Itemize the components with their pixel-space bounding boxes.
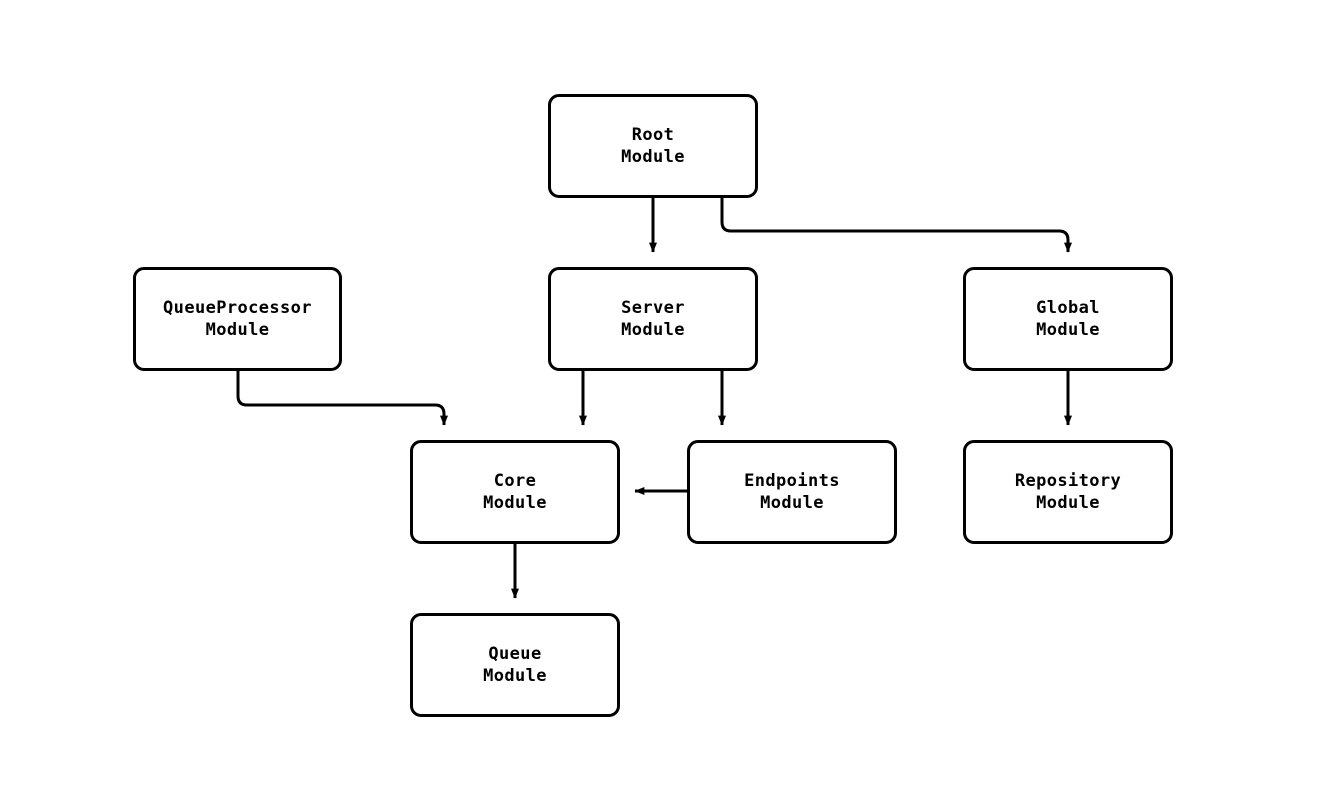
- node-core-module-line2: Module: [483, 493, 547, 513]
- node-core-module[interactable]: Core Module: [410, 440, 620, 544]
- node-root-module-line1: Root: [631, 125, 675, 145]
- node-queueprocessor-module-line2: Module: [205, 320, 270, 340]
- node-core-module-line1: Core: [493, 471, 537, 491]
- node-global-module-line1: Global: [1036, 298, 1100, 318]
- node-queue-module-line1: Queue: [488, 644, 542, 664]
- node-queue-module-line2: Module: [483, 666, 547, 686]
- node-repository-module[interactable]: Repository Module: [963, 440, 1173, 544]
- edge-root-to-global: [720, 198, 1072, 253]
- node-server-module[interactable]: Server Module: [548, 267, 758, 371]
- node-global-module-line2: Module: [1036, 320, 1100, 340]
- node-root-module-line2: Module: [621, 147, 685, 167]
- edge-queueprocessor-to-core: [236, 371, 448, 426]
- node-repository-module-line2: Module: [1036, 493, 1100, 513]
- node-queue-module[interactable]: Queue Module: [410, 613, 620, 717]
- node-endpoints-module-line1: Endpoints: [744, 471, 840, 491]
- node-repository-module-line1: Repository: [1014, 471, 1122, 491]
- node-root-module[interactable]: Root Module: [548, 94, 758, 198]
- node-queueprocessor-module[interactable]: QueueProcessor Module: [133, 267, 342, 371]
- node-global-module[interactable]: Global Module: [963, 267, 1173, 371]
- node-server-module-line2: Module: [621, 320, 685, 340]
- node-server-module-line1: Server: [621, 298, 685, 318]
- node-queueprocessor-module-line1: QueueProcessor: [163, 298, 312, 318]
- node-endpoints-module-line2: Module: [760, 493, 824, 513]
- node-endpoints-module[interactable]: Endpoints Module: [687, 440, 897, 544]
